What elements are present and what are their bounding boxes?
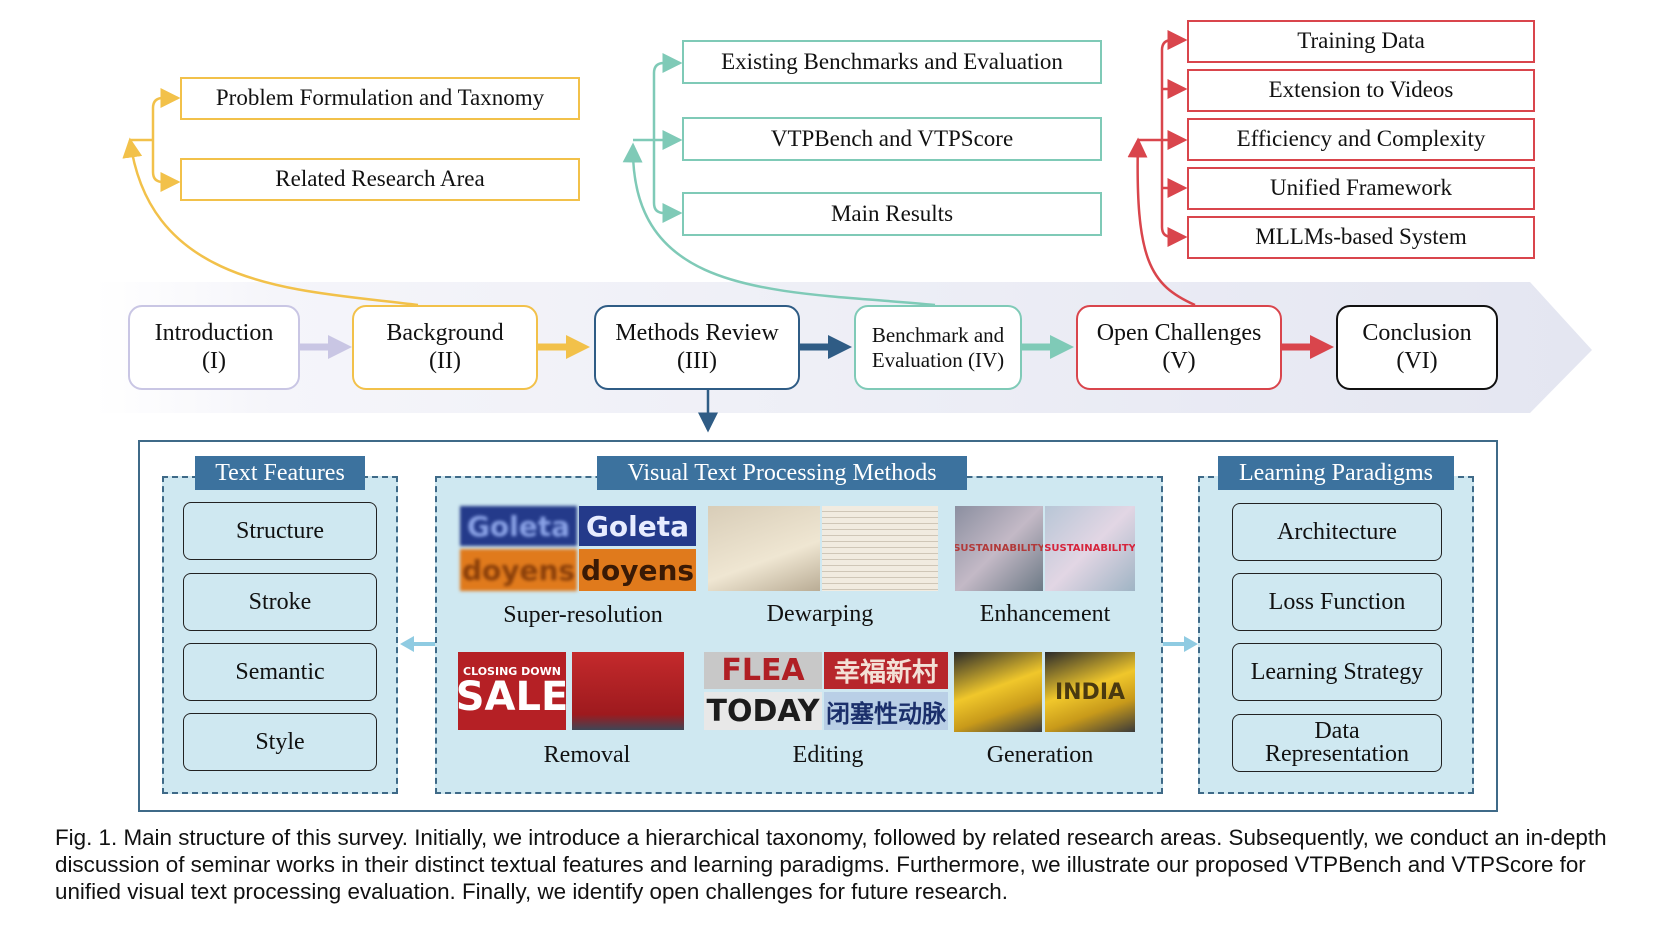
removal-sale-text: SALE xyxy=(458,673,566,720)
benchmark-connector xyxy=(622,142,936,307)
superres-hr-goleta: Goleta xyxy=(579,506,696,546)
dewarp-flat-doc xyxy=(822,506,938,591)
section-introduction-num: (I) xyxy=(202,347,226,374)
method-label-generation: Generation xyxy=(986,742,1094,768)
challenge-item-unified: Unified Framework xyxy=(1187,167,1535,210)
background-item-related-research: Related Research Area xyxy=(180,158,580,201)
section-challenges-label: Open Challenges xyxy=(1096,319,1262,346)
benchmark-item-main-results: Main Results xyxy=(682,192,1102,236)
enhance-enhanced: SUSTAINABILITY xyxy=(1045,506,1135,591)
generation-india: INDIA xyxy=(1045,652,1135,732)
learning-title: Learning Paradigms xyxy=(1218,456,1454,490)
dewarp-warped-doc xyxy=(708,506,820,591)
section-background: Background (II) xyxy=(352,305,538,390)
challenges-bracket xyxy=(1160,38,1185,239)
superres-lr-doyens: doyens xyxy=(460,549,577,591)
superres-hr-doyens: doyens xyxy=(579,549,696,591)
removal-before: CLOSING DOWN SALE xyxy=(458,652,566,730)
background-connector xyxy=(122,137,419,307)
superres-lr-goleta: Goleta xyxy=(460,506,577,546)
enhance-degraded: SUSTAINABILITY xyxy=(955,506,1043,591)
text-feature-stroke: Stroke xyxy=(183,573,377,631)
method-label-super-resolution: Super-resolution xyxy=(503,602,663,628)
method-label-removal: Removal xyxy=(543,742,631,768)
method-label-editing: Editing xyxy=(792,742,864,768)
section-methods-review: Methods Review (III) xyxy=(594,305,800,390)
editing-cn2: 闭塞性动脉 xyxy=(824,692,948,730)
challenge-item-videos: Extension to Videos xyxy=(1187,69,1535,112)
editing-flea: FLEA xyxy=(704,652,822,689)
section-challenges-num: (V) xyxy=(1162,347,1196,374)
text-feature-style: Style xyxy=(183,713,377,771)
removal-after xyxy=(572,652,684,730)
section-open-challenges: Open Challenges (V) xyxy=(1076,305,1282,390)
section-benchmark-label: Benchmark and xyxy=(871,323,1005,348)
generation-blank xyxy=(954,652,1042,732)
section-conclusion-num: (VI) xyxy=(1396,347,1438,374)
section-conclusion: Conclusion (VI) xyxy=(1336,305,1498,390)
section-background-label: Background xyxy=(386,319,504,346)
section-introduction-label: Introduction xyxy=(154,319,274,346)
challenge-item-training-data: Training Data xyxy=(1187,20,1535,63)
learning-loss-function: Loss Function xyxy=(1232,573,1442,631)
method-label-enhancement: Enhancement xyxy=(979,601,1111,627)
editing-today: TODAY xyxy=(704,692,822,730)
method-label-dewarping: Dewarping xyxy=(766,601,874,627)
challenge-item-efficiency: Efficiency and Complexity xyxy=(1187,118,1535,161)
figure-caption: Fig. 1. Main structure of this survey. I… xyxy=(55,825,1607,904)
section-benchmark: Benchmark and Evaluation (IV) xyxy=(854,305,1022,390)
removal-closing-text: CLOSING DOWN xyxy=(463,664,561,678)
section-benchmark-label2: Evaluation (IV) xyxy=(871,347,1005,372)
learning-representation-label: Representation xyxy=(1265,741,1409,767)
benchmark-item-existing: Existing Benchmarks and Evaluation xyxy=(682,40,1102,84)
editing-cn1: 幸福新村 xyxy=(824,652,948,689)
learning-data-label: Data xyxy=(1314,718,1360,745)
methods-title: Visual Text Processing Methods xyxy=(597,456,967,490)
learning-architecture: Architecture xyxy=(1232,503,1442,561)
text-features-title: Text Features xyxy=(195,456,365,490)
section-methods-num: (III) xyxy=(677,347,717,374)
text-feature-semantic: Semantic xyxy=(183,643,377,701)
challenges-connector xyxy=(1127,137,1196,307)
benchmark-bracket xyxy=(652,61,680,215)
learning-data-representation: Data Representation xyxy=(1232,714,1442,772)
background-bracket xyxy=(151,96,178,184)
section-methods-label: Methods Review xyxy=(615,319,779,346)
challenge-item-mllms: MLLMs-based System xyxy=(1187,216,1535,259)
section-conclusion-label: Conclusion xyxy=(1362,319,1472,346)
text-feature-structure: Structure xyxy=(183,502,377,560)
section-introduction: Introduction (I) xyxy=(128,305,300,390)
background-item-problem-formulation: Problem Formulation and Taxnomy xyxy=(180,77,580,120)
learning-strategy: Learning Strategy xyxy=(1232,643,1442,701)
section-background-num: (II) xyxy=(429,347,461,374)
benchmark-item-vtpbench: VTPBench and VTPScore xyxy=(682,117,1102,161)
